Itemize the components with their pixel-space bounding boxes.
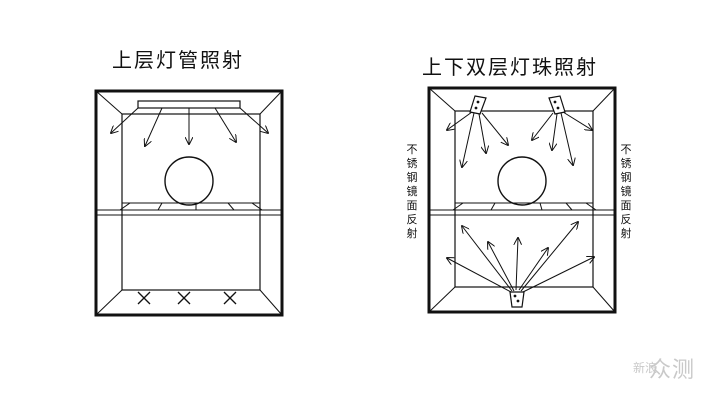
side-label-left: 不锈钢镜面反射 bbox=[406, 143, 418, 240]
right-outer-box bbox=[427, 86, 617, 314]
upper-led-right bbox=[548, 95, 566, 115]
left-inner-box bbox=[121, 113, 261, 291]
light-tube bbox=[137, 100, 241, 109]
watermark-part2: 众测 bbox=[649, 358, 696, 383]
lower-led bbox=[509, 291, 525, 308]
right-shelf bbox=[429, 202, 615, 216]
left-diagram bbox=[94, 89, 284, 317]
upper-led-left bbox=[469, 95, 487, 115]
side-label-right: 不锈钢镜面反射 bbox=[620, 143, 632, 240]
right-diagram-title: 上下双层灯珠照射 bbox=[422, 55, 598, 79]
left-diagram-title: 上层灯管照射 bbox=[112, 48, 244, 72]
left-ball bbox=[164, 156, 214, 206]
right-upper-light-rays bbox=[447, 111, 592, 167]
watermark-part1: 新浪 bbox=[633, 360, 658, 375]
right-lower-light-rays bbox=[447, 222, 594, 293]
watermark-logo: 新浪众测 bbox=[633, 352, 695, 384]
left-x-marks bbox=[137, 291, 237, 305]
right-diagram bbox=[427, 86, 617, 314]
right-ball bbox=[497, 156, 547, 206]
left-light-rays bbox=[111, 107, 268, 146]
left-outer-box bbox=[94, 89, 284, 317]
right-inner-box bbox=[454, 110, 594, 288]
